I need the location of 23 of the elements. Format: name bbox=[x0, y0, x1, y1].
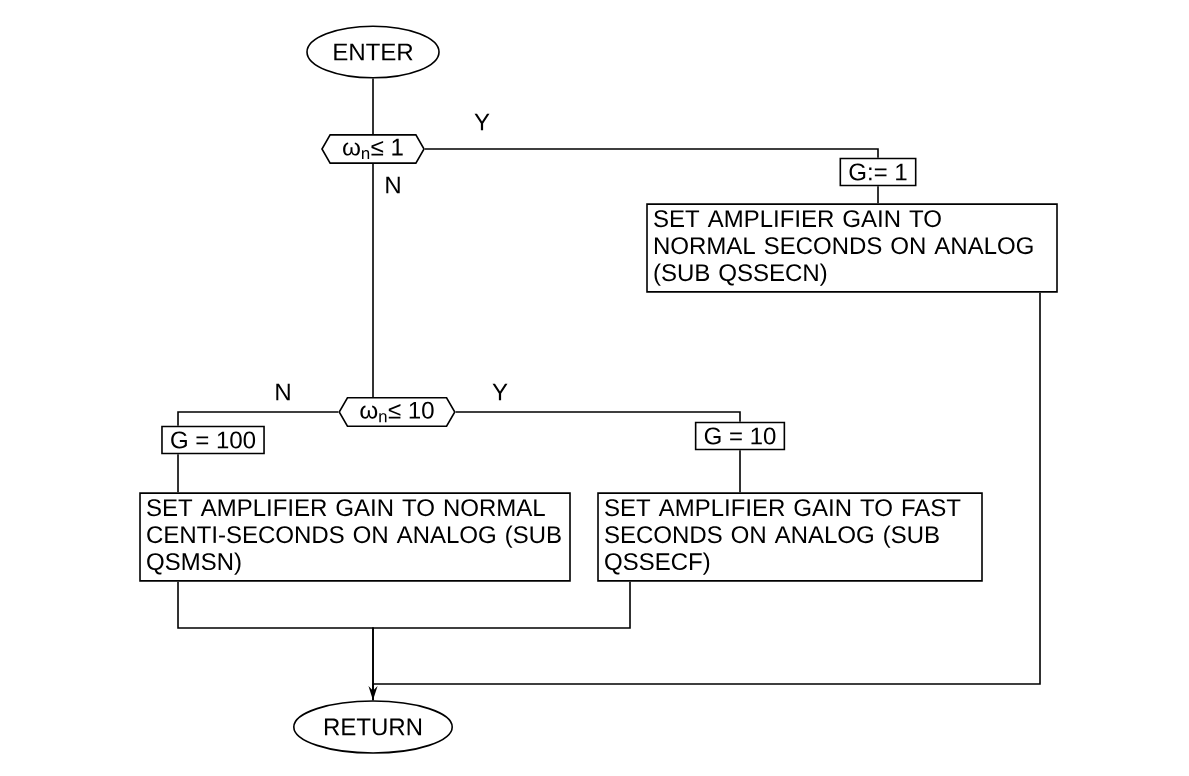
edge-label: Y bbox=[491, 382, 509, 402]
process-box: G = 10 bbox=[694, 421, 786, 451]
terminal-oval: ENTER bbox=[306, 25, 440, 79]
connector-line bbox=[177, 411, 340, 427]
edge-label: N bbox=[383, 175, 403, 195]
connector-line bbox=[372, 163, 374, 398]
decision-hexagon: ω$_{n}$≤ 10 bbox=[338, 396, 456, 428]
decision-hexagon: ω$_{n}$≤ 1 bbox=[321, 134, 425, 164]
process-box: G = 100 bbox=[161, 425, 265, 455]
connector-line bbox=[372, 580, 631, 701]
connector-line bbox=[877, 185, 879, 205]
connector-line bbox=[177, 453, 179, 494]
process-box: G:= 1 bbox=[839, 157, 917, 187]
process-box: SET AMPLIFIER GAIN TO NORMAL SECONDS ON ANALOG (SUB QSSECN) bbox=[646, 203, 1058, 293]
process-box: SET AMPLIFIER GAIN TO NORMAL CENTI-SECONDS ON ANALOG (SUB QSMSN) bbox=[139, 492, 571, 582]
process-box: SET AMPLIFIER GAIN TO FAST SECONDS ON ANALOG (SUB QSSECF) bbox=[597, 492, 983, 582]
connector-line bbox=[372, 77, 374, 135]
connector-line bbox=[454, 411, 741, 423]
connector-line bbox=[424, 148, 879, 159]
connector-line bbox=[739, 449, 741, 494]
terminal-oval: RETURN bbox=[293, 700, 453, 754]
edge-label: Y bbox=[473, 112, 491, 132]
edge-label: N bbox=[273, 382, 293, 402]
